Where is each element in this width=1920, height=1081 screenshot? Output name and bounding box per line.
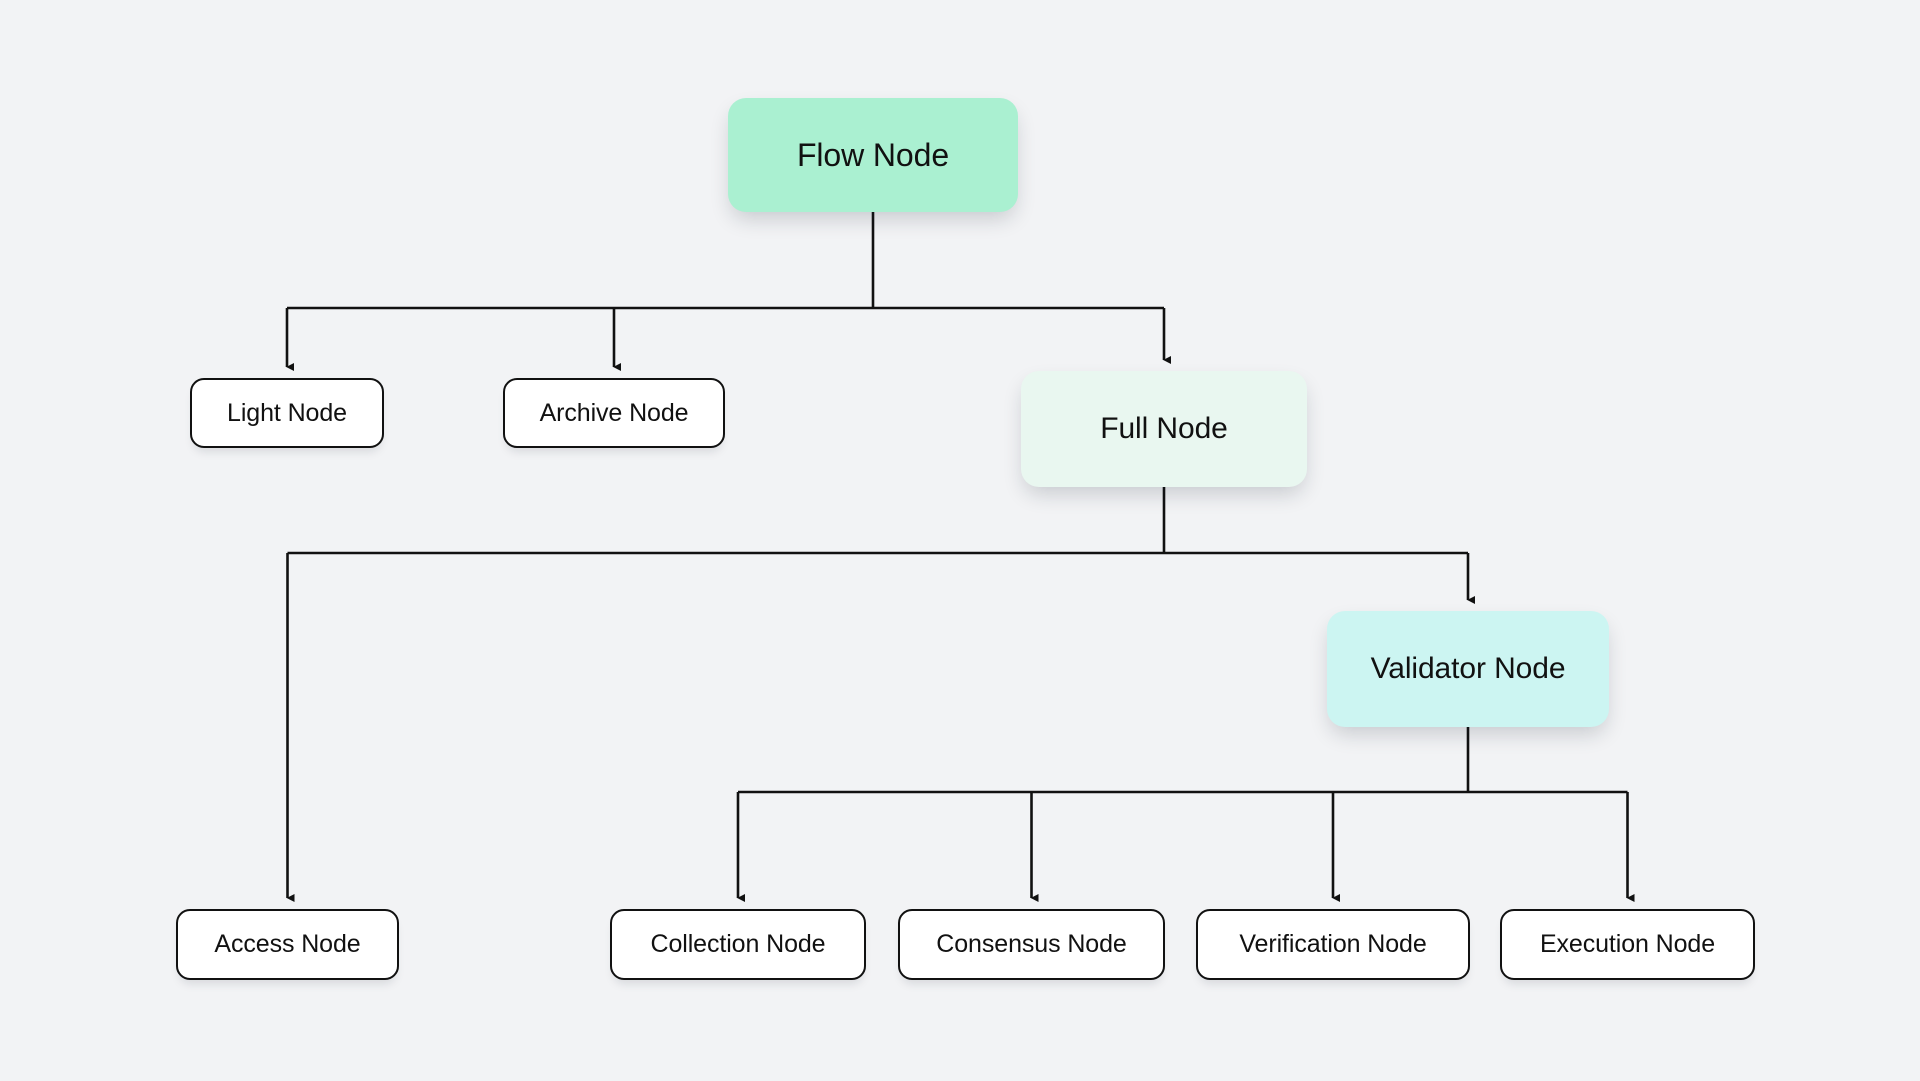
node-collection-node[interactable]: Collection Node <box>610 909 866 980</box>
node-execution-node[interactable]: Execution Node <box>1500 909 1755 980</box>
node-label: Collection Node <box>650 930 826 958</box>
node-label: Verification Node <box>1239 930 1427 958</box>
node-label: Execution Node <box>1539 930 1716 958</box>
node-label: Archive Node <box>539 398 689 427</box>
node-light-node[interactable]: Light Node <box>190 378 384 448</box>
node-validator-node[interactable]: Validator Node <box>1327 611 1609 727</box>
node-access-node[interactable]: Access Node <box>176 909 399 980</box>
node-full-node[interactable]: Full Node <box>1021 371 1307 487</box>
node-consensus-node[interactable]: Consensus Node <box>898 909 1165 980</box>
node-archive-node[interactable]: Archive Node <box>503 378 725 448</box>
node-label: Access Node <box>214 930 361 958</box>
node-label: Light Node <box>227 398 347 427</box>
node-verification-node[interactable]: Verification Node <box>1196 909 1470 980</box>
node-label: Full Node <box>1100 412 1228 445</box>
node-label: Validator Node <box>1370 652 1566 685</box>
node-label: Flow Node <box>796 136 950 173</box>
node-flow-node[interactable]: Flow Node <box>728 98 1018 212</box>
node-label: Consensus Node <box>936 930 1127 958</box>
